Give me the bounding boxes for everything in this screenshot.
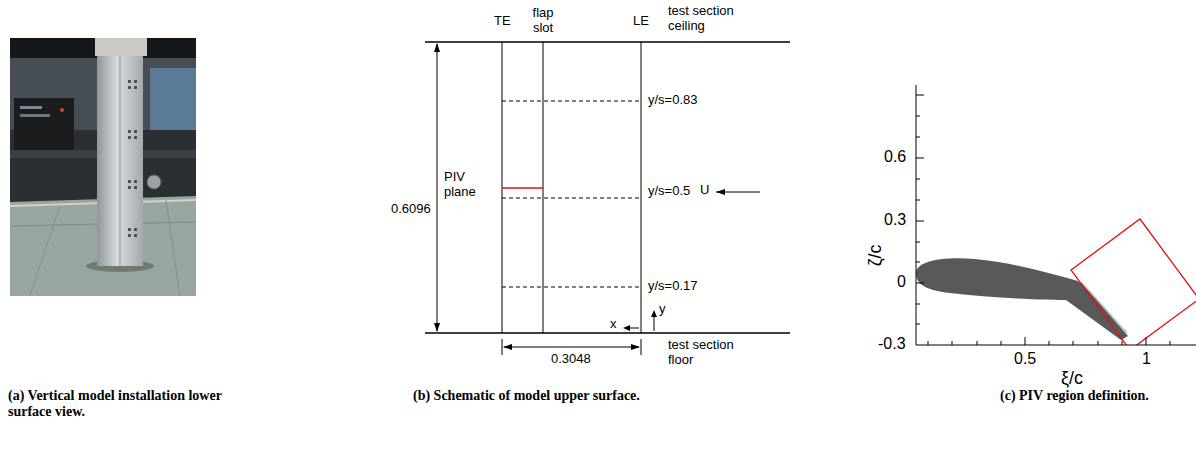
plane-label: PIV plane xyxy=(444,170,490,200)
axis-title: ζ/c xyxy=(865,244,886,266)
dimension-label: 0.3048 xyxy=(551,352,591,367)
tick-label: 1 xyxy=(1142,350,1151,368)
axis-title: ξ/c xyxy=(1061,368,1083,389)
photo-illustration xyxy=(10,38,196,296)
tick-label: 0.3 xyxy=(884,211,906,229)
subfigure-caption: (b) Schematic of model upper surface. xyxy=(413,388,645,404)
station-label: y/s=0.83 xyxy=(648,93,698,108)
subfigure-caption: (c) PIV region definition. xyxy=(1000,388,1149,404)
tick-label: 0 xyxy=(897,273,906,291)
station-label: y/s=0.17 xyxy=(648,279,698,294)
edge-label: TE xyxy=(494,14,511,29)
slot-label: flap slot xyxy=(525,6,561,36)
axis-label: y xyxy=(659,302,666,317)
wall-label: test section floor xyxy=(668,338,752,368)
flow-label: U xyxy=(700,183,709,198)
subfigure-caption: (a) Vertical model installation lower su… xyxy=(8,388,226,420)
tick-label: -0.3 xyxy=(878,335,906,353)
edge-label: LE xyxy=(633,14,649,29)
dimension-label: 0.6096 xyxy=(391,202,431,217)
airfoil-plot xyxy=(916,85,1196,350)
schematic-lines xyxy=(425,42,790,355)
tick-label: 0.6 xyxy=(884,148,906,166)
wall-label: test section ceiling xyxy=(668,4,752,34)
tick-label: 0.5 xyxy=(1014,350,1036,368)
station-label: y/s=0.5 xyxy=(648,184,690,199)
axis-label: x xyxy=(610,317,617,332)
arrowheads xyxy=(434,43,725,350)
